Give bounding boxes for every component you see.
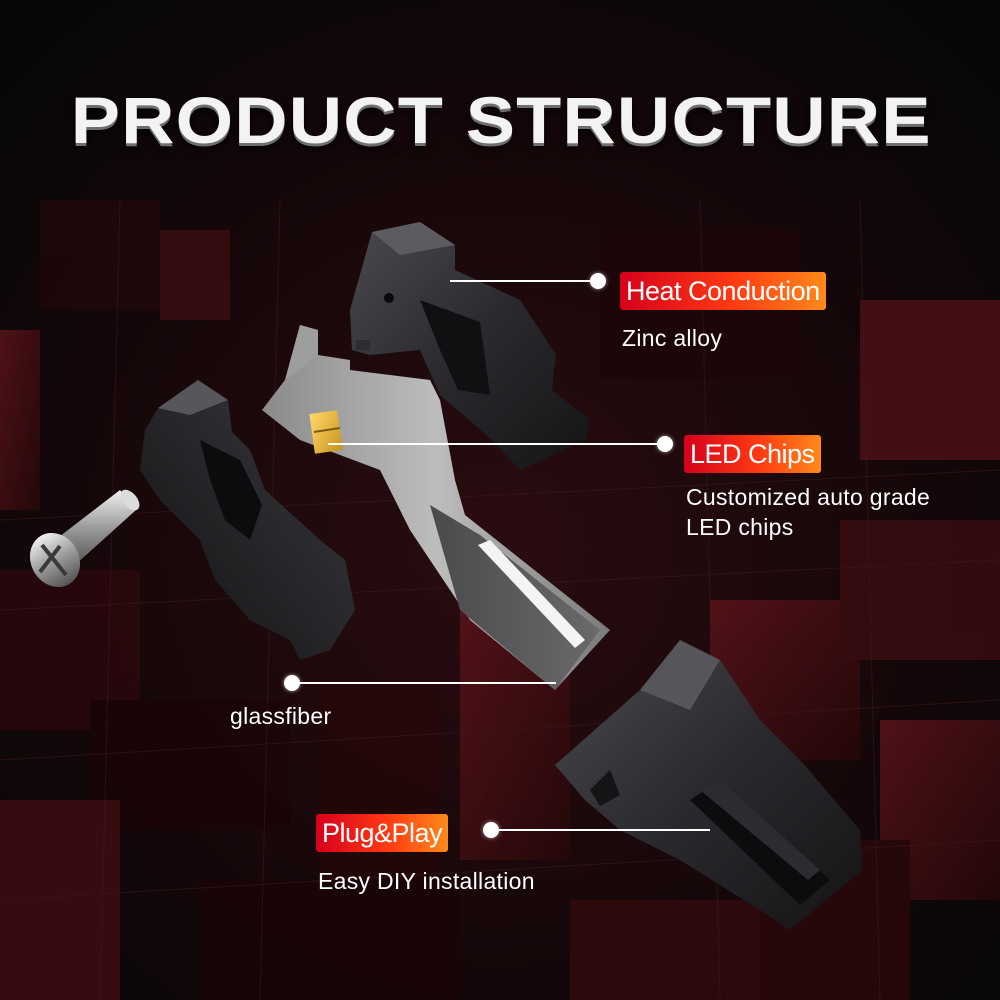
- led-callout-dot: [657, 436, 673, 452]
- glassfiber-callout-dot: [284, 675, 300, 691]
- aluminum-board: [262, 325, 610, 690]
- heat-conduction-desc: Zinc alloy: [622, 325, 723, 351]
- led-callout-line: [328, 443, 662, 445]
- heat-conduction-badge: Heat Conduction: [620, 272, 826, 310]
- background-blocks: [0, 200, 1000, 1000]
- heat-callout-line: [450, 280, 600, 282]
- plug-play-desc: Easy DIY installation: [318, 868, 535, 894]
- plug-base: [555, 640, 862, 930]
- heat-sink-shell: [350, 222, 590, 470]
- plug-play-callout-line: [495, 829, 710, 831]
- led-chips-badge: LED Chips: [684, 435, 821, 473]
- plug-play-badge: Plug&Play: [316, 814, 449, 852]
- plastic-clip: [140, 380, 355, 660]
- page-title: PRODUCT STRUCTURE: [70, 83, 932, 157]
- heat-callout-dot: [590, 273, 606, 289]
- glassfiber-desc: glassfiber: [230, 703, 332, 729]
- glassfiber-callout-line: [296, 682, 556, 684]
- led-chips-desc-line2: LED chips: [686, 514, 794, 540]
- screw-icon: [29, 489, 140, 588]
- led-chips-desc-line1: Customized auto grade: [686, 484, 931, 510]
- plug-play-callout-dot: [483, 822, 499, 838]
